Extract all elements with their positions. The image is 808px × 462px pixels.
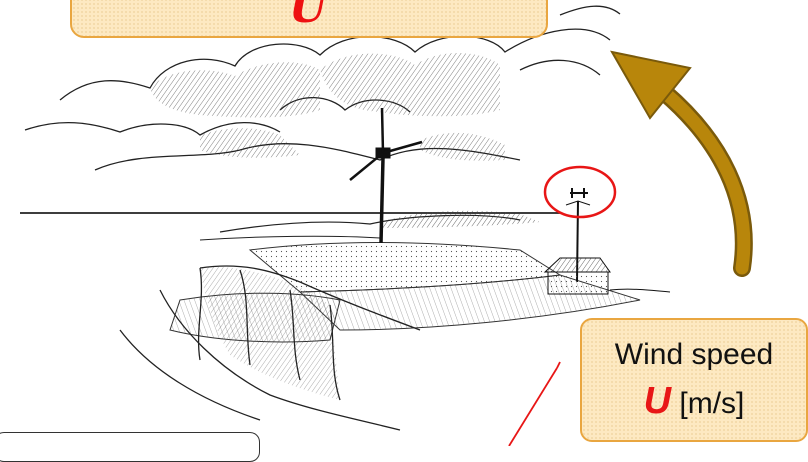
curved-arrow-icon — [612, 52, 744, 268]
wind-speed-symbol: U — [644, 380, 671, 422]
pointer-line — [509, 368, 557, 446]
formula-callout: U — [70, 0, 548, 38]
formula: U — [72, 0, 546, 30]
wind-speed-unit: [m/s] — [679, 387, 744, 420]
bottom-callout-box — [0, 432, 260, 462]
wind-speed-line: U [m/s] — [582, 380, 806, 423]
wind-speed-callout: Wind speed U [m/s] — [580, 318, 808, 442]
wind-speed-title: Wind speed — [582, 338, 806, 372]
cloud-shading — [150, 53, 505, 161]
formula-wind-symbol: U — [289, 0, 329, 33]
farm-house — [545, 258, 670, 294]
